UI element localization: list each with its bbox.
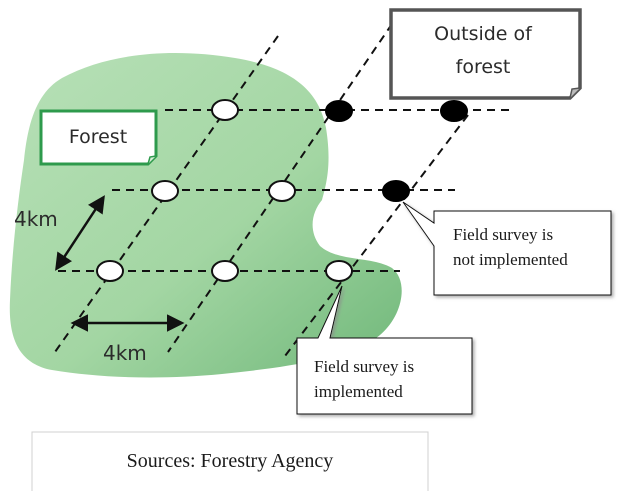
grid-line-diagonal-3 — [284, 114, 469, 357]
survey-point-not-implemented — [325, 100, 353, 122]
survey-point-implemented — [151, 180, 179, 202]
callout-not-implemented — [402, 201, 612, 296]
outside-forest-label-box: Outside of forest — [389, 8, 582, 100]
survey-point-implemented — [211, 99, 239, 121]
scale-label-horizontal: 4km — [103, 341, 147, 365]
scale-arrow-vertical — [55, 195, 105, 271]
callout-not-implemented-line-1: Field survey is — [453, 225, 553, 244]
survey-point-not-implemented — [382, 180, 410, 202]
outside-forest-label-line-1: Outside of — [434, 23, 533, 45]
source-box — [31, 431, 429, 491]
outside-forest-label-line-2: forest — [456, 56, 511, 78]
callout-implemented-line-1: Field survey is — [314, 357, 414, 376]
grid-line-diagonal-1 — [54, 35, 279, 353]
survey-point-implemented — [211, 260, 239, 282]
callout-implemented — [296, 285, 473, 415]
survey-point-not-implemented — [440, 100, 468, 122]
forest-label-box: Forest — [39, 109, 158, 166]
callout-not-implemented-line-2: not implemented — [453, 250, 568, 269]
survey-point-implemented — [96, 260, 124, 282]
source-text: Sources: Forestry Agency — [127, 450, 334, 472]
callout-implemented-line-2: implemented — [314, 382, 403, 401]
forest-label: Forest — [69, 126, 127, 148]
scale-label-vertical: 4km — [14, 207, 58, 231]
survey-point-implemented — [268, 180, 296, 202]
survey-point-implemented — [325, 260, 353, 282]
